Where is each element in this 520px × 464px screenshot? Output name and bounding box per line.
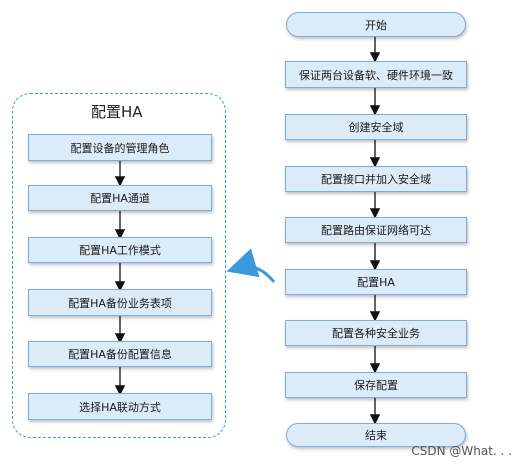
flow-step-config-routing[interactable]: 配置路由保证网络可达	[285, 217, 467, 243]
flow-step-config-interface[interactable]: 配置接口并加入安全域	[285, 166, 467, 192]
flow-step-config-ha[interactable]: 配置HA	[285, 269, 467, 295]
flow-start[interactable]: 开始	[286, 12, 466, 37]
flow-step-security-services[interactable]: 配置各种安全业务	[285, 320, 467, 346]
ha-step-linkage-mode[interactable]: 选择HA联动方式	[28, 393, 212, 420]
ha-step-channel[interactable]: 配置HA通道	[28, 185, 212, 211]
expand-link-arrow	[226, 248, 276, 283]
flow-end[interactable]: 结束	[286, 423, 466, 447]
ha-step-management-role[interactable]: 配置设备的管理角色	[28, 134, 212, 161]
flow-step-ensure-environment[interactable]: 保证两台设备软、硬件环境一致	[285, 61, 467, 88]
ha-step-backup-config[interactable]: 配置HA备份配置信息	[28, 341, 212, 367]
flow-step-save-config[interactable]: 保存配置	[285, 372, 467, 398]
ha-step-work-mode[interactable]: 配置HA工作模式	[28, 237, 212, 263]
ha-step-backup-entries[interactable]: 配置HA备份业务表项	[28, 289, 212, 316]
ha-config-group	[12, 93, 226, 438]
ha-group-title: 配置HA	[91, 103, 143, 121]
watermark: CSDN @What. . .	[411, 444, 512, 458]
flow-step-create-zone[interactable]: 创建安全域	[285, 114, 467, 140]
